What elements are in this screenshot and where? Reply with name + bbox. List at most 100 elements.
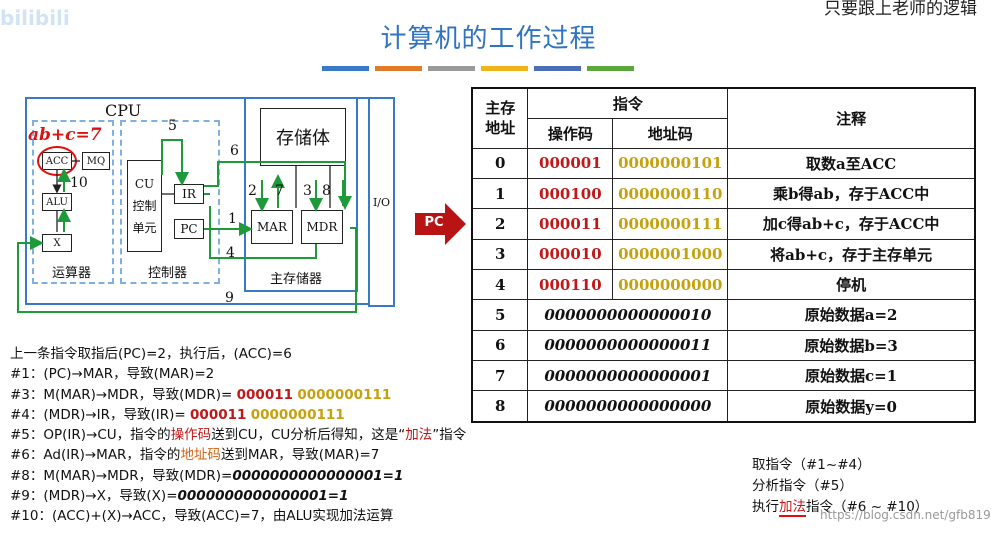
io-box: I/O: [368, 97, 395, 307]
main-memory-region: [244, 97, 358, 292]
cell-addrcode: 0000000000: [612, 268, 729, 301]
cell-data-value: 0000000000000011: [527, 329, 729, 362]
table-row: 3 000010 0000001000 将ab+c，存于主存单元: [471, 238, 976, 270]
step-5-highlight: 操作码: [170, 427, 212, 444]
summary-fetch: 取指令（#1~#4）: [752, 457, 871, 473]
step-4-opcode: 000011: [190, 406, 247, 423]
table-row: 4 000110 0000000000 停机: [471, 268, 976, 301]
bilibili-watermark: bilibili: [0, 6, 70, 30]
credit-watermark: https://blog.csdn.net/gfb819: [820, 508, 991, 522]
alu-unit-label: 运算器: [52, 266, 92, 281]
header-opcode: 操作码: [527, 117, 614, 149]
step-number: 8: [322, 183, 331, 199]
cell-note: 停机: [727, 268, 976, 301]
stripe: [322, 66, 369, 71]
cell-opcode: 000010: [527, 238, 614, 270]
header-instruction: 指令: [527, 87, 729, 119]
step-4-text: #4：(MDR)→IR，导致(IR)=: [10, 406, 191, 423]
step-number: 1: [228, 211, 237, 227]
cell-data-value: 0000000000000001: [527, 360, 729, 392]
step-number: 4: [226, 245, 235, 261]
header-addrcode: 地址码: [612, 117, 729, 149]
mar-register: MAR: [251, 210, 293, 244]
stripe: [481, 66, 528, 71]
cell-opcode: 000100: [527, 177, 614, 210]
subtitle-caption: 只要跟上老师的逻辑: [824, 0, 977, 19]
cu-label: CU: [134, 177, 155, 191]
step-3-opcode: 000011: [236, 386, 294, 403]
step-4: #4：(MDR)→IR，导致(IR)= 000011 0000000111: [10, 405, 466, 425]
header-address: 主存 地址: [471, 87, 529, 149]
table-row: 8 0000000000000000 原始数据y=0: [471, 390, 976, 423]
step-4-addrcode: 0000000111: [250, 406, 345, 423]
step-9: #9：(MDR)→X，导致(X)=0000000000000001=1: [10, 486, 466, 506]
page-title: 计算机的工作过程: [380, 24, 597, 54]
summary-execute-a: 执行: [752, 499, 779, 515]
arrow-4: [209, 206, 317, 259]
stripe: [534, 66, 581, 71]
controller-region: [120, 120, 220, 284]
cell-addrcode: 0000000111: [612, 208, 729, 240]
cu-sub2: 单元: [132, 221, 157, 235]
step-number: 7: [275, 183, 284, 199]
cell-address: 5: [471, 299, 529, 331]
step-8-value: 0000000000000001=1: [232, 467, 404, 484]
step-3-addrcode: 0000000111: [297, 386, 392, 403]
summary-decode: 分析指令（#5）: [752, 478, 853, 494]
handwritten-note: ab+c=7: [28, 125, 102, 145]
step-6: #6：Ad(IR)→MAR，指令的地址码送到MAR，导致(MAR)=7: [10, 445, 466, 465]
cell-note: 原始数据y=0: [727, 390, 976, 423]
cell-note: 加c得ab+c，存于ACC中: [727, 208, 976, 240]
cell-addrcode: 0000001000: [612, 238, 729, 270]
cell-address: 1: [471, 177, 529, 210]
step-5-text-a: #5：OP(IR)→CU，指令的: [10, 427, 171, 444]
storage-body: 存储体: [260, 108, 346, 166]
table-row: 0 000001 0000000101 取数a至ACC: [471, 147, 976, 179]
step-number: 5: [168, 118, 177, 134]
step-number: 9: [225, 290, 234, 306]
step-9-value: 0000000000000001=1: [177, 488, 349, 505]
summary-execute-highlight: 加法: [779, 499, 806, 517]
table-row: 6 0000000000000011 原始数据b=3: [471, 329, 976, 362]
step-5-add: 加法: [405, 427, 433, 444]
table-row: 5 0000000000000010 原始数据a=2: [471, 299, 976, 331]
table-row: 7 0000000000000001 原始数据c=1: [471, 360, 976, 392]
cell-note: 原始数据c=1: [727, 360, 976, 392]
mdr-register: MDR: [301, 210, 343, 244]
step-3-text: #3：M(MAR)→MDR，导致(MDR)=: [10, 386, 237, 403]
cell-opcode: 000001: [527, 147, 614, 179]
arrow-9: [17, 227, 357, 313]
pc-register: PC: [174, 219, 204, 239]
alu-unit-region: [32, 120, 114, 284]
summary-execute-b: 指令（#6 ~ #10）: [806, 499, 929, 515]
step-number: 2: [248, 183, 257, 199]
summary-execute: 执行加法指令（#6 ~ #10）: [752, 497, 928, 518]
title-decoration: [322, 66, 634, 71]
cell-address: 4: [471, 268, 529, 301]
phase-summary: 取指令（#1~#4） 分析指令（#5） 执行加法指令（#6 ~ #10）: [752, 455, 928, 518]
step-5-text-c: ”指令: [432, 427, 467, 444]
cu-box: CU 控制 单元: [127, 160, 162, 252]
cell-address: 7: [471, 360, 529, 392]
cell-address: 0: [471, 147, 529, 179]
memory-table: 主存 地址 指令 注释 操作码 地址码 0 000001 0000000101 …: [471, 87, 976, 423]
table-row: 1 000100 0000000110 乘b得ab，存于ACC中: [471, 177, 976, 210]
cell-opcode: 000011: [527, 208, 614, 240]
step-number: 6: [230, 143, 239, 159]
step-5: #5：OP(IR)→CU，指令的操作码送到CU，CU分析后得知，这是“加法”指令: [10, 425, 466, 445]
stripe: [587, 66, 634, 71]
step-6-text-b: 送到MAR，导致(MAR)=7: [220, 447, 380, 464]
cell-address: 6: [471, 329, 529, 362]
diagram-arrows: [17, 139, 466, 313]
cell-addrcode: 0000000110: [612, 177, 729, 210]
cell-data-value: 0000000000000010: [527, 299, 729, 331]
main-memory-label: 主存储器: [270, 272, 323, 287]
x-register: X: [42, 234, 72, 252]
cell-addrcode: 0000000101: [612, 147, 729, 179]
step-1: #1：(PC)→MAR，导致(MAR)=2: [10, 366, 215, 383]
step-9-text: #9：(MDR)→X，导致(X)=: [10, 488, 178, 505]
cell-opcode: 000110: [527, 268, 614, 301]
step-number: 10: [70, 175, 88, 191]
table-row: 2 000011 0000000111 加c得ab+c，存于ACC中: [471, 208, 976, 240]
step-number: 3: [303, 183, 312, 199]
